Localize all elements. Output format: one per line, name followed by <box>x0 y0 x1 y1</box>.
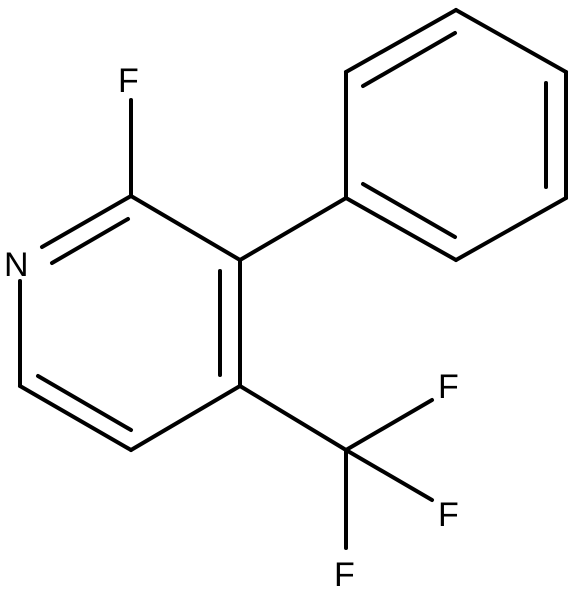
bond-ph2-ph3 <box>344 8 458 74</box>
bond-c3-phenyl <box>238 196 348 262</box>
atom-label-n: N <box>4 246 29 284</box>
atom-label-f-ring: F <box>118 62 139 100</box>
atom-label-f-cf3-upper: F <box>438 368 459 406</box>
bond-ph5-ph6 <box>454 196 568 262</box>
bond-c2-n1-double-outer <box>40 194 133 249</box>
bond-cf3-f-middle <box>344 448 434 502</box>
bond-c3-c2 <box>129 194 242 262</box>
bond-c5-c4 <box>129 384 242 452</box>
bond-cf3-f-upper <box>344 398 434 452</box>
atom-label-f-cf3-lower: F <box>334 556 355 594</box>
bond-c6-c5-outer <box>18 384 133 452</box>
bond-ph6-ph1-inner <box>361 182 457 239</box>
bond-c6-c5-inner <box>36 374 133 432</box>
bond-c2-n1-double-inner <box>50 217 130 265</box>
bond-c4-cf3 <box>238 384 348 452</box>
bond-ph3-ph4 <box>454 8 568 74</box>
atom-label-f-cf3-middle: F <box>438 496 459 534</box>
bond-ph2-ph3-inner <box>361 31 457 88</box>
bond-ph6-ph1 <box>344 196 458 262</box>
